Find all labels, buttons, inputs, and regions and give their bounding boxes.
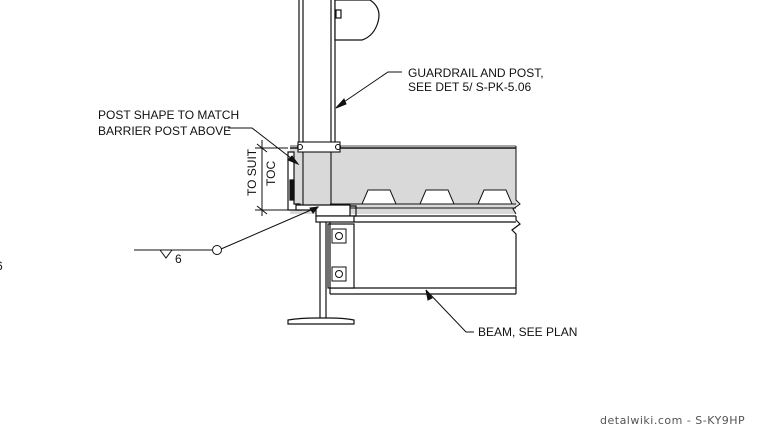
to-suit-label: TO SUIT (245, 148, 259, 196)
edge-fragment-label: 6 (0, 259, 3, 273)
post-note-line2: BARRIER POST ABOVE (98, 124, 231, 138)
embedded-post (296, 141, 342, 206)
watermark: detalwiki.com - S-KY9HP (600, 414, 745, 427)
guardrail-note-line2: SEE DET 5/ S-PK-5.06 (408, 80, 531, 94)
rail-bracket (334, 0, 380, 41)
leader-guardrail (335, 71, 402, 109)
weld-size-label: 6 (175, 252, 182, 266)
concrete-slab (290, 145, 521, 215)
toc-label: TOC (264, 161, 278, 186)
leader-post-shape (228, 127, 300, 166)
steel-beam (287, 215, 521, 325)
weld-symbol (134, 206, 320, 259)
leader-beam (425, 289, 474, 333)
bolt-group (331, 228, 347, 282)
guardrail-note-line1: GUARDRAIL AND POST, (408, 66, 544, 80)
dimension-to-suit (255, 140, 288, 216)
beam-note: BEAM, SEE PLAN (478, 325, 577, 339)
post-note-line1: POST SHAPE TO MATCH (98, 108, 239, 122)
guardrail-post (298, 0, 336, 148)
